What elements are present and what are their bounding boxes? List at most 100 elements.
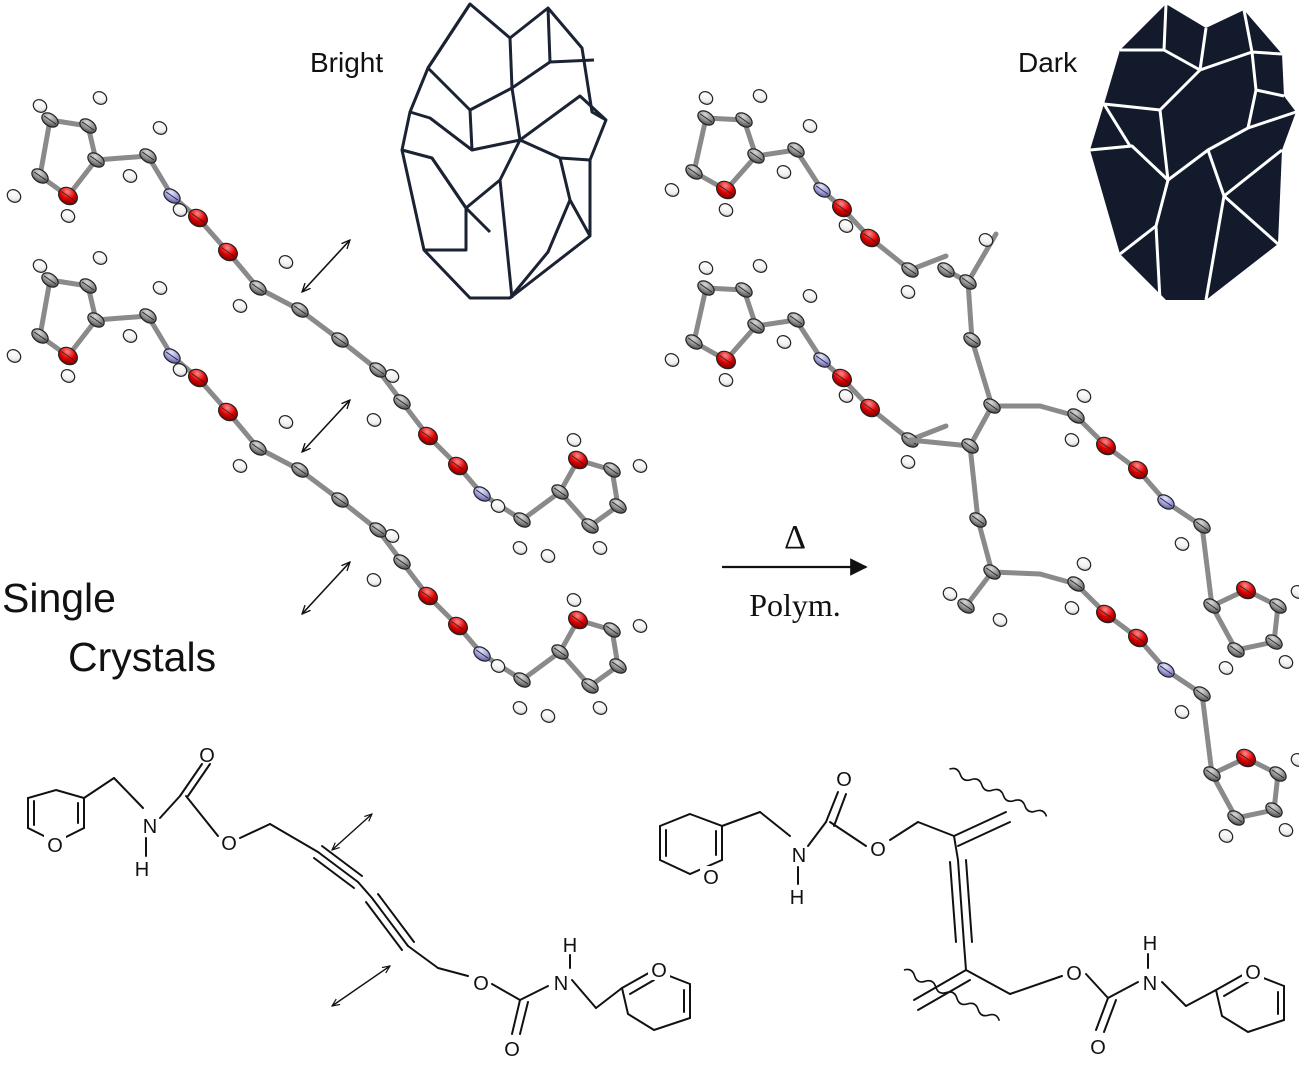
hydrogen-atom <box>1174 537 1190 551</box>
polymer-structure: O <box>659 767 1285 1059</box>
atom-principal-axis <box>553 647 567 657</box>
atom-principal-axis <box>963 441 977 451</box>
atom-principal-axis <box>965 335 979 345</box>
hydrogen-atom <box>592 541 608 555</box>
hydrogen-atom <box>1064 433 1080 447</box>
hydrogen-atom <box>152 121 168 135</box>
atom-principal-axis <box>1271 601 1285 611</box>
hydrogen-atom <box>838 389 854 403</box>
hydrogen-atom <box>1278 823 1294 837</box>
bond <box>37 117 53 179</box>
atom-principal-axis <box>1229 813 1243 823</box>
atom-principal-axis <box>553 487 567 497</box>
atom-principal-axis <box>719 355 733 365</box>
hydrogen-atom <box>278 415 294 429</box>
bond <box>963 569 995 609</box>
oxygen-atom-label: O <box>836 769 852 791</box>
atom-principal-axis <box>1239 585 1253 595</box>
atom-principal-axis <box>985 567 999 577</box>
reaction-arrow: Δ Polym. <box>722 519 868 623</box>
atom-principal-axis <box>611 661 625 671</box>
hydrogen-atom <box>802 289 818 303</box>
hydrogen-atom <box>664 353 680 367</box>
atom-principal-axis <box>611 501 625 511</box>
hydrogen-atom <box>92 91 108 105</box>
atom-principal-axis <box>89 155 103 165</box>
oxygen-atom-label: O <box>703 867 719 889</box>
hydrogen-atom-label: H <box>790 887 804 909</box>
atom-principal-axis <box>789 145 803 155</box>
atom-principal-axis <box>333 495 347 505</box>
hydrogen-atom <box>6 189 22 203</box>
atom-principal-axis <box>1267 637 1281 647</box>
atom-principal-axis <box>971 515 985 525</box>
oxygen-atom-label: O <box>870 839 886 861</box>
atom-principal-axis <box>789 315 803 325</box>
atom-principal-axis <box>1159 497 1173 507</box>
hydrogen-atom <box>1076 389 1092 403</box>
atom-principal-axis <box>961 277 975 287</box>
bright-label: Bright <box>310 47 383 78</box>
atom-principal-axis <box>863 403 877 413</box>
atom-principal-axis <box>571 455 585 465</box>
bond <box>93 153 151 163</box>
atom-principal-axis <box>1205 601 1219 611</box>
atom-principal-axis <box>1205 769 1219 779</box>
atom-principal-axis <box>395 397 409 407</box>
hydrogen-atom <box>60 209 76 223</box>
bond <box>1199 523 1215 609</box>
atom-principal-axis <box>687 167 701 177</box>
hydrogen-atom <box>664 183 680 197</box>
atom-principal-axis <box>749 151 763 161</box>
atom-principal-axis <box>451 621 465 631</box>
hydrogen-atom <box>1064 601 1080 615</box>
oxygen-atom-label: O <box>1066 963 1082 985</box>
atom-principal-axis <box>43 275 57 285</box>
bond <box>967 443 981 523</box>
hydrogen-atom <box>366 573 382 587</box>
crystals-label: Crystals <box>68 634 216 680</box>
hydrogen-atom <box>172 363 188 377</box>
hydrogen-atom <box>1076 557 1092 571</box>
atom-principal-axis <box>293 465 307 475</box>
atom-principal-axis <box>165 191 179 201</box>
atom-principal-axis <box>1159 665 1173 675</box>
atom-principal-axis <box>251 283 265 293</box>
atom-principal-axis <box>43 115 57 125</box>
hydrogen-atom <box>122 169 138 183</box>
hydrogen-atom <box>512 541 528 555</box>
double-headed-arrow-icon <box>302 400 350 452</box>
hydrogen-atom <box>698 261 714 275</box>
hydrogen-atom <box>60 369 76 383</box>
atom-principal-axis <box>141 151 155 161</box>
hydrogen-atom-label: H <box>135 859 149 881</box>
monomer-packing <box>6 91 648 723</box>
hydrogen-atom <box>232 459 248 473</box>
atom-principal-axis <box>1229 645 1243 655</box>
hydrogen-atom <box>232 299 248 313</box>
atom-principal-axis <box>1195 689 1209 699</box>
atom-principal-axis <box>1239 753 1253 763</box>
hydrogen-atom <box>278 255 294 269</box>
atom-principal-axis <box>719 185 733 195</box>
oxygen-atom-label: O <box>221 833 237 855</box>
hydrogen-atom <box>366 413 382 427</box>
atom-principal-axis <box>515 515 529 525</box>
atom-principal-axis <box>605 625 619 635</box>
atom-principal-axis <box>33 331 47 341</box>
hydrogen-atom <box>1278 655 1294 669</box>
atom-principal-axis <box>835 203 849 213</box>
nitrogen-atom-label: N <box>792 845 806 867</box>
bond <box>969 337 995 409</box>
oxygen-atom-label: O <box>199 745 215 767</box>
atom-principal-axis <box>1099 441 1113 451</box>
oxygen-atom-label: O <box>1245 962 1261 984</box>
atom-principal-axis <box>903 265 917 275</box>
bond <box>519 649 563 683</box>
hydrogen-atom <box>490 499 506 513</box>
bond <box>1199 691 1215 777</box>
hydrogen-atom <box>992 613 1008 627</box>
packing-arrows <box>302 240 350 614</box>
atom-principal-axis <box>33 171 47 181</box>
